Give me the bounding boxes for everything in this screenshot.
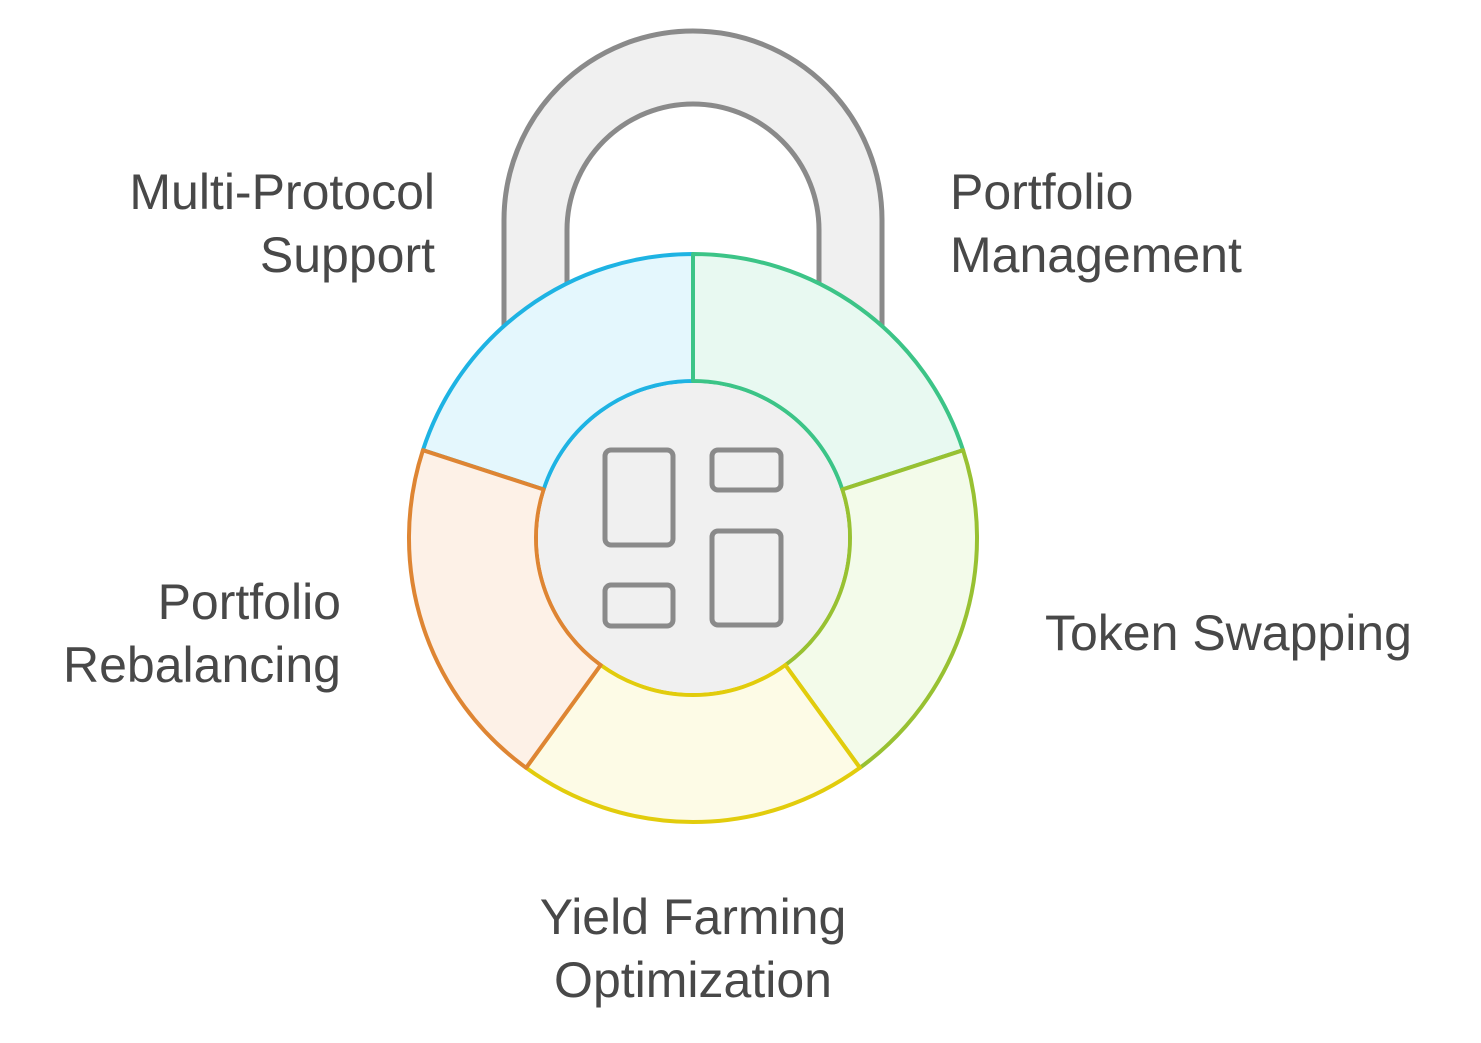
label-line: Multi-Protocol: [129, 164, 435, 220]
segment-portfolio-rebalancing[interactable]: [407, 448, 603, 770]
label-line: Support: [259, 227, 435, 283]
center-hub: [538, 383, 848, 693]
label-line: Portfolio: [157, 574, 341, 630]
label-line: Portfolio: [950, 164, 1134, 220]
segment-portfolio-management[interactable]: [691, 252, 966, 492]
label-token-swapping: Token Swapping: [1045, 602, 1412, 665]
label-line: Management: [950, 227, 1242, 283]
label-line: Yield Farming: [539, 889, 847, 945]
label-line: Rebalancing: [63, 637, 341, 693]
segment-multi-protocol-support[interactable]: [420, 252, 695, 492]
label-portfolio-rebalancing: Portfolio Rebalancing: [63, 571, 341, 697]
label-multi-protocol-support: Multi-Protocol Support: [129, 161, 435, 287]
label-line: Token Swapping: [1045, 605, 1412, 661]
dashboard-layout-icon: [602, 447, 784, 629]
segment-yield-farming-optimization[interactable]: [524, 663, 862, 825]
segment-token-swapping[interactable]: [783, 448, 979, 770]
label-yield-farming-optimization: Yield Farming Optimization: [486, 886, 900, 1012]
label-portfolio-management: Portfolio Management: [950, 161, 1242, 287]
padlock-shackle: [501, 28, 885, 343]
label-line: Optimization: [554, 952, 832, 1008]
